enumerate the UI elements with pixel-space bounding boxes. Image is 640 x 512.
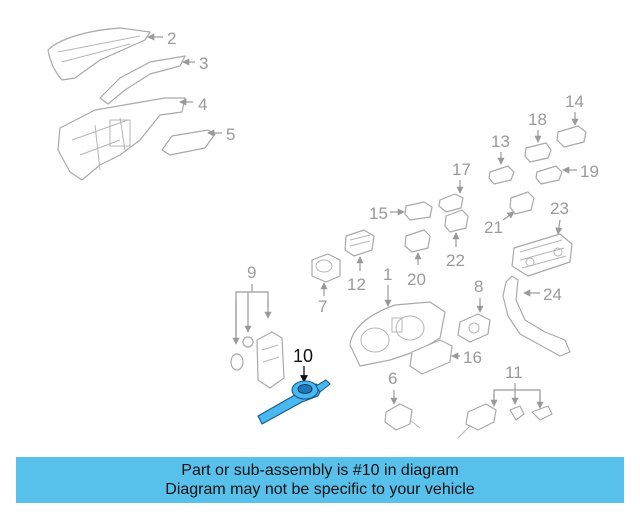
- callout-14: 14: [565, 92, 584, 111]
- part-17-switch: 17: [438, 160, 471, 213]
- callout-16: 16: [463, 348, 482, 367]
- callout-7: 7: [318, 297, 327, 316]
- callout-1: 1: [383, 265, 392, 284]
- part-4-panel-carrier: 4: [57, 95, 207, 181]
- callout-18: 18: [528, 110, 547, 129]
- part-19-switch: 19: [535, 162, 599, 185]
- callout-22: 22: [446, 251, 465, 270]
- callout-12: 12: [347, 275, 366, 294]
- part-8-sensor: 8: [457, 277, 491, 343]
- part-24-bracket: 24: [502, 275, 571, 357]
- part-12-light-switch: 12: [344, 229, 375, 294]
- part-23-climate-control: 23: [511, 199, 573, 277]
- part-18-switch: 18: [524, 110, 552, 163]
- parts-diagram: 2 3 4 5 14 18 13 19: [47, 27, 599, 439]
- callout-8: 8: [474, 277, 483, 296]
- callout-2: 2: [167, 29, 176, 48]
- callout-20: 20: [407, 270, 426, 289]
- callout-5: 5: [226, 125, 235, 144]
- callout-19: 19: [580, 162, 599, 181]
- part-7-ignition: 7: [311, 253, 341, 316]
- callout-10: 10: [293, 346, 313, 366]
- part-14-switch: 14: [556, 92, 587, 148]
- callout-6: 6: [388, 369, 397, 388]
- part-21-switch: 21: [484, 191, 535, 237]
- part-11-switch-set: 11: [457, 363, 553, 439]
- part-10-highlighted[interactable]: 10: [257, 346, 331, 425]
- callout-17: 17: [452, 160, 471, 179]
- banner-line-2: Diagram may not be specific to your vehi…: [165, 481, 475, 498]
- callout-23: 23: [550, 199, 569, 218]
- callout-3: 3: [199, 54, 208, 73]
- callout-4: 4: [198, 95, 207, 114]
- part-15-switch: 15: [369, 201, 433, 223]
- part-6-sensor: 6: [384, 369, 421, 431]
- part-2-dash-cover: 2: [47, 27, 176, 81]
- callout-11: 11: [505, 363, 523, 382]
- callout-21: 21: [484, 218, 503, 237]
- callout-24: 24: [543, 285, 562, 304]
- part-20-switch: 20: [404, 229, 431, 289]
- banner-line-1: Part or sub-assembly is #10 in diagram: [181, 462, 459, 479]
- part-13-switch: 13: [488, 132, 515, 185]
- part-3-panel-trim: 3: [99, 54, 208, 105]
- part-9-key-set: 9: [230, 263, 285, 389]
- callout-9: 9: [247, 263, 256, 282]
- part-16-module: 16: [409, 339, 482, 375]
- callout-13: 13: [491, 132, 510, 151]
- callout-15: 15: [369, 204, 388, 223]
- part-5-bracket: 5: [161, 125, 235, 156]
- info-banner: Part or sub-assembly is #10 in diagram D…: [16, 457, 624, 503]
- part-22-switch: 22: [444, 209, 469, 270]
